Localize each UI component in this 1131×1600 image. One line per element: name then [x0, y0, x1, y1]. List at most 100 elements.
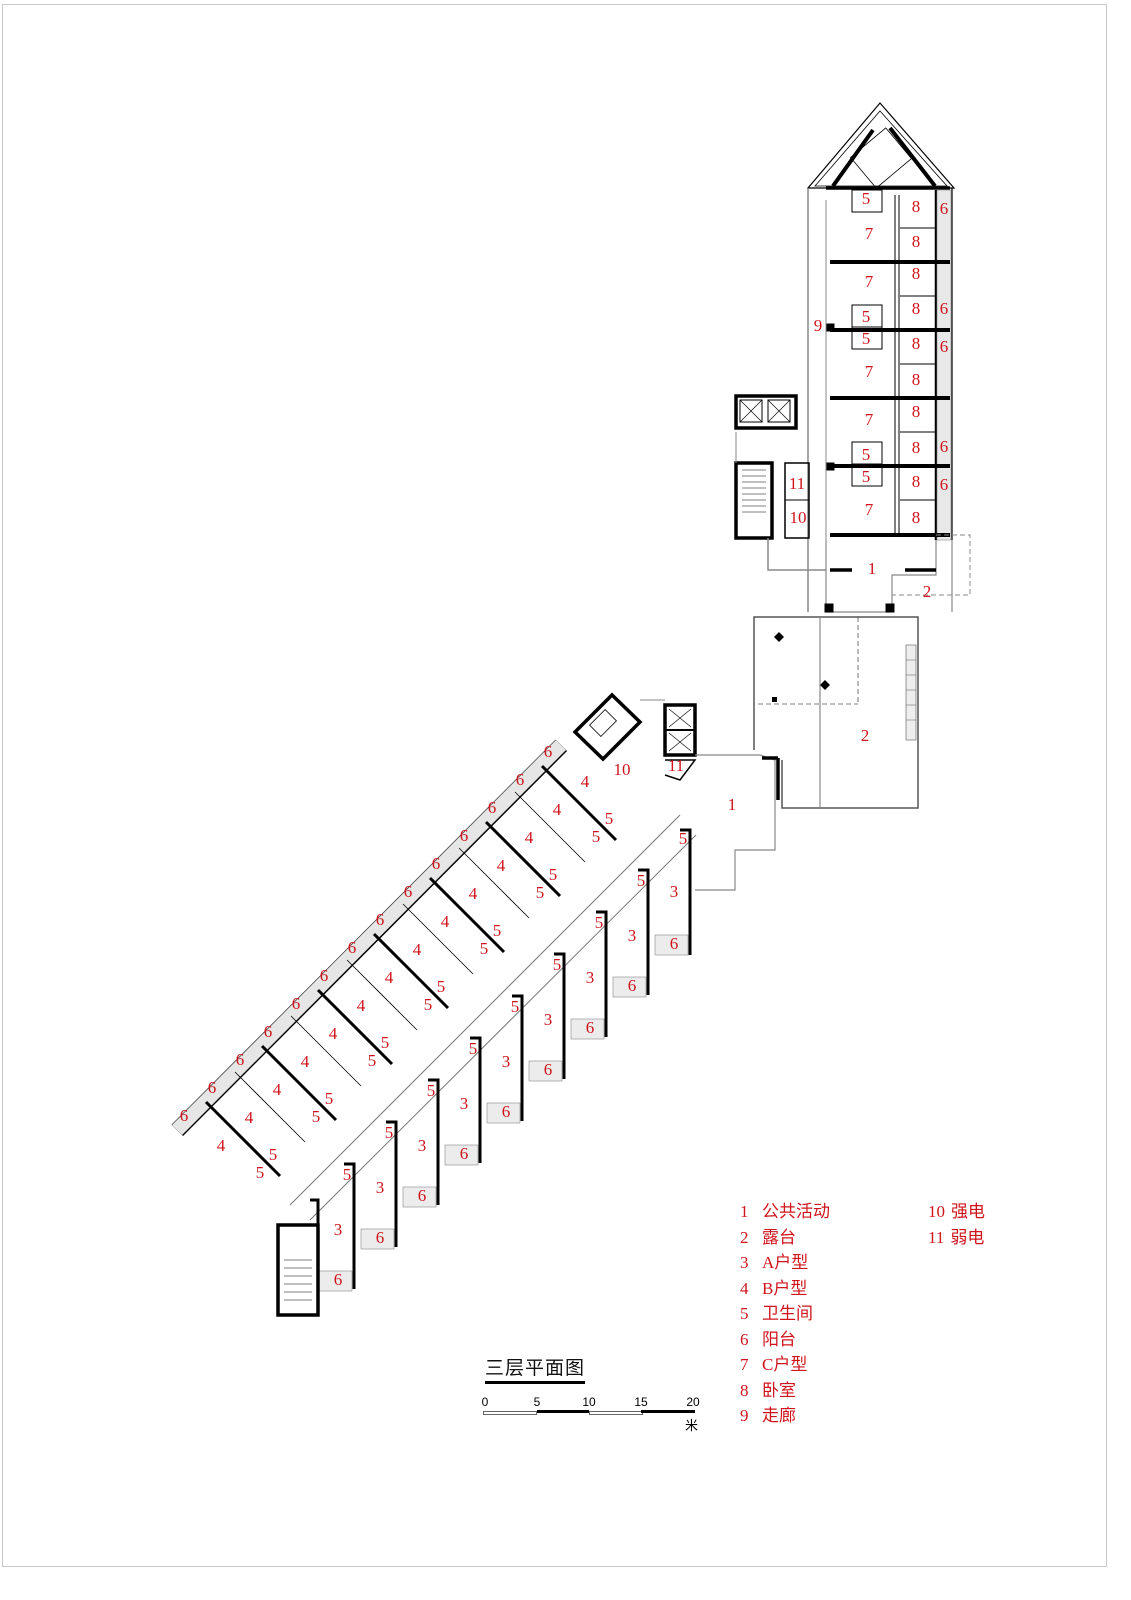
svg-text:6: 6	[940, 437, 949, 456]
north-wing	[734, 102, 971, 613]
scale-segment	[641, 1410, 695, 1413]
scale-segment	[483, 1411, 537, 1415]
legend-num: 9	[740, 1406, 749, 1425]
svg-text:6: 6	[502, 1102, 511, 1121]
svg-text:9: 9	[814, 316, 823, 335]
svg-text:3: 3	[670, 882, 679, 901]
svg-text:6: 6	[460, 1144, 469, 1163]
legend-num: 3	[740, 1253, 749, 1272]
svg-text:10: 10	[790, 508, 807, 527]
svg-text:5: 5	[862, 189, 871, 208]
legend-num: 10	[928, 1202, 945, 1221]
scale-tick: 15	[634, 1395, 648, 1409]
svg-text:4: 4	[469, 884, 478, 903]
svg-text:8: 8	[912, 472, 921, 491]
legend-text: 强电	[951, 1202, 985, 1221]
svg-text:4: 4	[413, 940, 422, 959]
legend-text: 走廊	[762, 1406, 796, 1425]
legend-num: 11	[928, 1227, 945, 1247]
scale-tick: 5	[533, 1395, 541, 1409]
legend-text: 公共活动	[762, 1202, 830, 1221]
svg-text:3: 3	[502, 1052, 511, 1071]
svg-text:8: 8	[912, 264, 921, 283]
legend-item: 9 走廊	[740, 1403, 830, 1429]
legend-num: 2	[740, 1227, 749, 1247]
svg-text:6: 6	[940, 199, 949, 218]
svg-text:1: 1	[868, 559, 877, 578]
svg-text:6: 6	[940, 337, 949, 356]
legend-text: B户型	[762, 1278, 808, 1298]
svg-text:2: 2	[923, 582, 932, 601]
svg-text:6: 6	[292, 994, 301, 1013]
south-wing	[171, 692, 780, 1317]
svg-text:8: 8	[912, 232, 921, 251]
svg-text:5: 5	[312, 1107, 321, 1126]
svg-text:5: 5	[862, 445, 871, 464]
legend-text: C户型	[762, 1355, 808, 1374]
svg-text:4: 4	[497, 856, 506, 875]
legend-num: 5	[740, 1304, 749, 1323]
svg-text:10: 10	[614, 760, 631, 779]
svg-text:8: 8	[912, 299, 921, 318]
svg-text:5: 5	[385, 1123, 394, 1142]
legend-item: 3 A户型	[740, 1250, 830, 1276]
legend-text: 阳台	[762, 1329, 796, 1349]
svg-text:5: 5	[343, 1165, 352, 1184]
svg-text:8: 8	[912, 334, 921, 353]
svg-text:6: 6	[586, 1018, 595, 1037]
svg-text:7: 7	[865, 500, 874, 519]
svg-text:7: 7	[865, 224, 874, 243]
svg-text:6: 6	[208, 1078, 217, 1097]
svg-text:8: 8	[912, 197, 921, 216]
svg-text:5: 5	[679, 829, 688, 848]
svg-text:4: 4	[245, 1108, 254, 1127]
legend-item: 6 阳台	[740, 1327, 830, 1353]
svg-text:4: 4	[301, 1052, 310, 1071]
legend-text: 卫生间	[762, 1304, 813, 1323]
svg-text:5: 5	[493, 921, 502, 940]
svg-text:5: 5	[427, 1081, 436, 1100]
svg-text:5: 5	[592, 827, 601, 846]
svg-text:5: 5	[256, 1163, 265, 1182]
svg-text:6: 6	[940, 299, 949, 318]
svg-text:6: 6	[334, 1270, 343, 1289]
svg-text:4: 4	[581, 772, 590, 791]
legend-text: A户型	[762, 1253, 809, 1272]
svg-text:3: 3	[460, 1094, 469, 1113]
svg-text:4: 4	[553, 800, 562, 819]
svg-text:8: 8	[912, 438, 921, 457]
scale-segment	[537, 1410, 589, 1413]
svg-text:5: 5	[368, 1051, 377, 1070]
svg-text:5: 5	[862, 467, 871, 486]
legend-num: 6	[740, 1329, 749, 1349]
svg-text:6: 6	[376, 910, 385, 929]
svg-text:6: 6	[488, 798, 497, 817]
scale-tick: 0	[481, 1395, 489, 1409]
svg-text:4: 4	[329, 1024, 338, 1043]
legend-item: 10 强电	[928, 1199, 985, 1225]
svg-text:5: 5	[536, 883, 545, 902]
svg-text:6: 6	[670, 934, 679, 953]
svg-text:1: 1	[728, 795, 737, 814]
svg-text:5: 5	[424, 995, 433, 1014]
svg-text:3: 3	[418, 1136, 427, 1155]
svg-text:6: 6	[418, 1186, 427, 1205]
svg-text:8: 8	[912, 508, 921, 527]
svg-text:5: 5	[553, 955, 562, 974]
svg-text:4: 4	[357, 996, 366, 1015]
svg-text:5: 5	[269, 1145, 278, 1164]
svg-text:11: 11	[789, 474, 805, 493]
svg-text:5: 5	[862, 329, 871, 348]
scale-tick: 10	[582, 1395, 596, 1409]
svg-text:6: 6	[460, 826, 469, 845]
svg-text:3: 3	[628, 926, 637, 945]
svg-text:6: 6	[236, 1050, 245, 1069]
svg-text:5: 5	[862, 307, 871, 326]
